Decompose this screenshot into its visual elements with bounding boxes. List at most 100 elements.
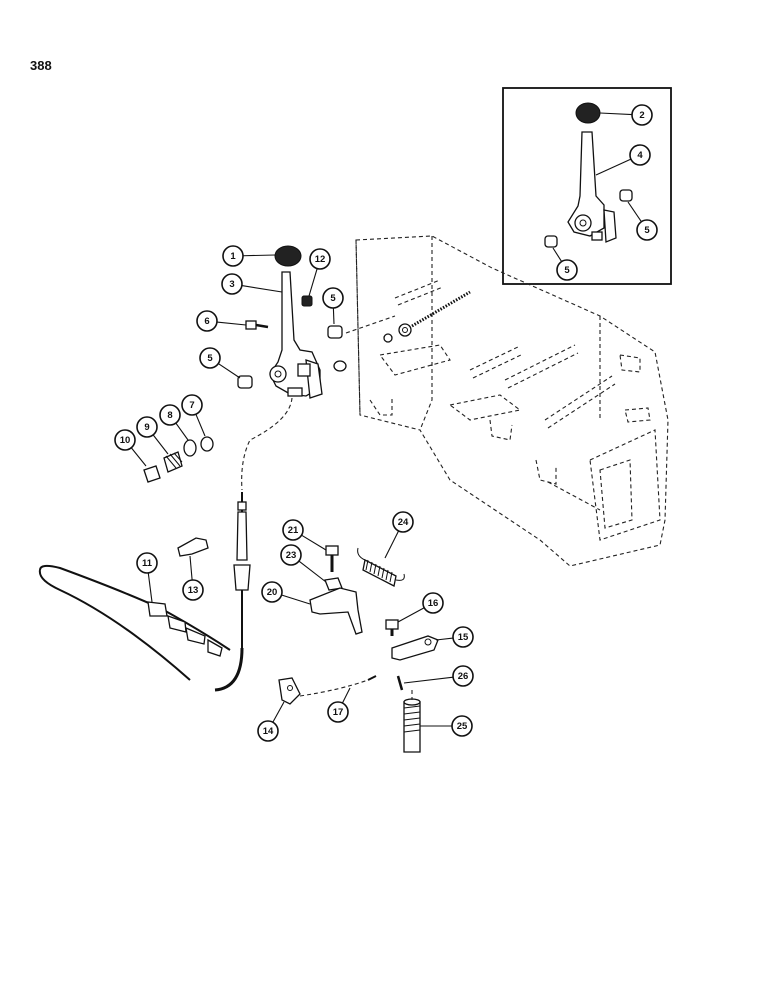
callout-20: 20 xyxy=(261,581,311,605)
callout-label: 5 xyxy=(207,353,213,364)
callout-circle xyxy=(136,416,158,438)
callout-circle xyxy=(422,592,444,614)
lower-linkage xyxy=(278,545,439,753)
callout-label: 13 xyxy=(188,585,199,596)
callout-25: 25 xyxy=(420,715,473,737)
leader-line xyxy=(308,268,318,297)
callout-8: 8 xyxy=(159,404,189,441)
callout-label: 5 xyxy=(330,293,336,304)
callout-circle xyxy=(114,429,136,451)
mounting-frame xyxy=(345,235,669,567)
callout-5: 5 xyxy=(552,247,578,281)
leader-line xyxy=(403,676,454,684)
callout-label: 15 xyxy=(458,632,469,643)
callout-5: 5 xyxy=(199,347,241,379)
leader-line xyxy=(298,560,327,583)
callout-circle xyxy=(181,394,203,416)
callout-circle xyxy=(159,404,181,426)
callout-circle xyxy=(221,273,243,295)
shift-lever-assembly xyxy=(143,245,347,483)
callout-label: 3 xyxy=(229,279,234,290)
callout-circle xyxy=(136,552,158,574)
callout-circle xyxy=(451,715,473,737)
leader-line xyxy=(130,447,147,467)
callout-2: 2 xyxy=(599,104,653,126)
leader-line xyxy=(195,414,206,437)
leader-line xyxy=(595,158,632,176)
callout-label: 12 xyxy=(315,254,326,265)
leader-line xyxy=(281,594,311,605)
leader-line xyxy=(175,422,189,441)
callout-label: 11 xyxy=(142,558,153,569)
callout-label: 14 xyxy=(263,726,274,737)
callout-label: 7 xyxy=(189,400,194,411)
leader-line xyxy=(435,637,454,641)
callout-label: 10 xyxy=(120,435,131,446)
callout-circle xyxy=(452,665,474,687)
callout-circle xyxy=(327,701,349,723)
callout-circle xyxy=(629,144,651,166)
leader-line xyxy=(218,363,241,379)
callout-label: 4 xyxy=(637,150,643,161)
callout-circle xyxy=(182,579,204,601)
leader-line xyxy=(599,112,633,116)
leader-line xyxy=(332,307,335,325)
leader-line xyxy=(216,321,247,326)
callout-24: 24 xyxy=(384,511,414,559)
callout-label: 23 xyxy=(286,550,297,561)
leader-line xyxy=(301,534,327,551)
control-cable xyxy=(38,397,293,692)
callout-circle xyxy=(636,219,658,241)
callout-label: 2 xyxy=(639,110,644,121)
callout-23: 23 xyxy=(280,544,327,583)
callout-17: 17 xyxy=(327,687,351,723)
callout-13: 13 xyxy=(182,555,204,601)
callout-label: 17 xyxy=(333,707,344,718)
leader-line xyxy=(627,201,642,223)
callout-label: 25 xyxy=(457,721,468,732)
callout-label: 5 xyxy=(564,265,570,276)
callout-circle xyxy=(222,245,244,267)
callout-label: 9 xyxy=(144,422,149,433)
leader-line xyxy=(241,285,283,293)
callout-label: 20 xyxy=(267,587,278,598)
callout-circle xyxy=(322,287,344,309)
callout-label: 16 xyxy=(428,598,439,609)
callout-14: 14 xyxy=(257,701,285,742)
callout-12: 12 xyxy=(308,248,331,297)
page-number: 388 xyxy=(30,58,52,73)
callout-label: 5 xyxy=(644,225,650,236)
callout-circle xyxy=(392,511,414,533)
callout-16: 16 xyxy=(397,592,444,623)
leader-line xyxy=(189,555,193,581)
callout-circle xyxy=(261,581,283,603)
callout-label: 21 xyxy=(288,525,299,536)
callout-circle xyxy=(199,347,221,369)
callout-3: 3 xyxy=(221,273,283,295)
leader-line xyxy=(397,607,425,623)
leader-line xyxy=(152,434,169,455)
callout-26: 26 xyxy=(403,665,474,687)
callout-label: 26 xyxy=(458,671,469,682)
callout-circle xyxy=(257,720,279,742)
callout-6: 6 xyxy=(196,310,247,332)
callout-5: 5 xyxy=(627,201,658,241)
callout-circle xyxy=(282,519,304,541)
callout-circle xyxy=(631,104,653,126)
callout-7: 7 xyxy=(181,394,206,437)
callout-15: 15 xyxy=(435,626,474,648)
callout-21: 21 xyxy=(282,519,327,551)
callout-label: 8 xyxy=(167,410,172,421)
callout-label: 1 xyxy=(230,251,236,262)
callout-4: 4 xyxy=(595,144,651,176)
callout-circle xyxy=(452,626,474,648)
leader-line xyxy=(147,572,153,603)
callout-5: 5 xyxy=(322,287,344,325)
leader-line xyxy=(384,530,400,559)
callout-circle xyxy=(196,310,218,332)
callout-11: 11 xyxy=(136,552,158,603)
callout-circle xyxy=(556,259,578,281)
callout-circle xyxy=(309,248,331,270)
